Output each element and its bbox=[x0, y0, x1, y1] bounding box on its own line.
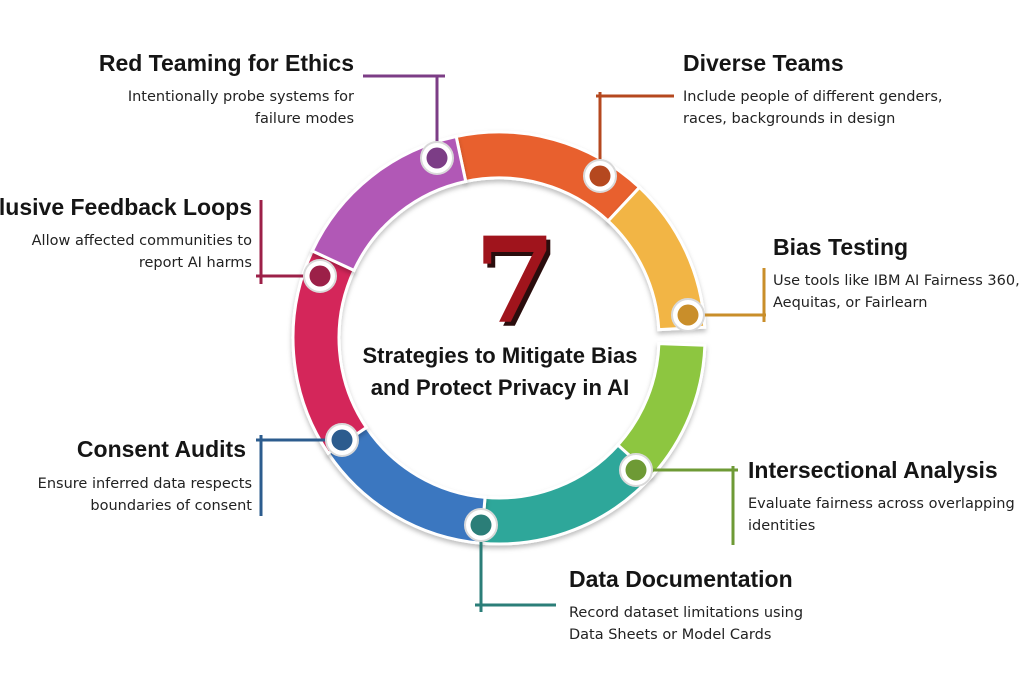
center-title-line-1: Strategies to Mitigate Bias bbox=[362, 343, 638, 368]
node-dot-consent-audits bbox=[331, 429, 353, 451]
strategy-title-red-teaming: Red Teaming for Ethics bbox=[98, 50, 354, 76]
strategy-desc-data-documentation: Record dataset limitations using Data Sh… bbox=[569, 605, 804, 643]
strategy-title-intersectional-analysis: Intersectional Analysis bbox=[748, 457, 998, 483]
node-dot-diverse-teams bbox=[589, 165, 611, 187]
node-dot-data-documentation bbox=[470, 514, 492, 536]
strategy-title-diverse-teams: Diverse Teams bbox=[683, 50, 844, 76]
center-number: 7 bbox=[473, 211, 557, 350]
node-dot-bias-testing bbox=[677, 304, 699, 326]
center-title: Strategies to Mitigate Bias and Protect … bbox=[330, 340, 670, 404]
strategy-desc-consent-audits: Ensure inferred data respects boundaries… bbox=[37, 476, 252, 514]
strategy-title-bias-testing: Bias Testing bbox=[773, 234, 909, 260]
strategy-desc-inclusive-feedback-loops: Allow affected communities to report AI … bbox=[31, 233, 252, 271]
strategy-title-consent-audits: Consent Audits bbox=[76, 436, 246, 462]
node-dot-intersectional-analysis bbox=[625, 459, 647, 481]
node-dot-red-teaming bbox=[426, 147, 448, 169]
strategy-desc-diverse-teams: Include people of different genders, rac… bbox=[683, 89, 943, 127]
strategy-desc-red-teaming: Intentionally probe systems for failure … bbox=[127, 89, 354, 127]
node-dot-inclusive-feedback-loops bbox=[309, 265, 331, 287]
strategy-title-data-documentation: Data Documentation bbox=[569, 566, 793, 592]
strategy-title-inclusive-feedback-loops: Inclusive Feedback Loops bbox=[0, 194, 252, 220]
strategy-desc-bias-testing: Use tools like IBM AI Fairness 360, Aequ… bbox=[773, 273, 1020, 311]
ring-segment-bias-testing bbox=[606, 185, 707, 332]
strategy-desc-intersectional-analysis: Evaluate fairness across overlapping ide… bbox=[748, 496, 1015, 534]
center-title-line-2: and Protect Privacy in AI bbox=[370, 375, 630, 400]
